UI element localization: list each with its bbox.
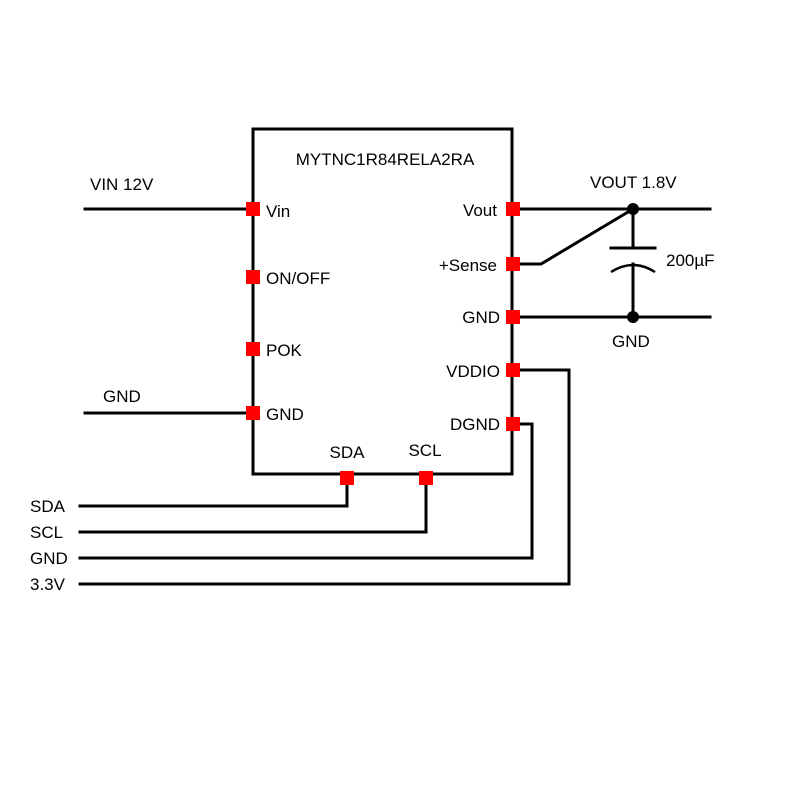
output-gnd-net-label: GND — [612, 332, 650, 351]
vin-net-label: VIN 12V — [90, 175, 154, 194]
on-off-pad — [246, 270, 260, 284]
dgnd-wire — [78, 422, 534, 560]
vout-junction-dot — [627, 203, 639, 215]
pin-label-pok: POK — [266, 341, 303, 360]
input-gnd-net-label: GND — [103, 387, 141, 406]
pin-label-vout: Vout — [463, 201, 497, 220]
bus-label-sda: SDA — [30, 497, 66, 516]
capacitor-value-label: 200µF — [666, 251, 715, 270]
pin-label-dgnd: DGND — [450, 415, 500, 434]
bus-label-gnd: GND — [30, 549, 68, 568]
vddio-wire — [78, 368, 571, 586]
sda-pad — [340, 471, 354, 485]
bus-label-scl: SCL — [30, 523, 63, 542]
pin-label-scl: SCL — [408, 441, 441, 460]
pin-label-sense: +Sense — [439, 256, 497, 275]
scl-wire — [78, 472, 428, 534]
pin-label-left-gnd: GND — [266, 405, 304, 424]
sense-pad — [506, 257, 520, 271]
vout-net-label: VOUT 1.8V — [590, 173, 677, 192]
chip-body — [251, 127, 514, 476]
pin-label-on-off: ON/OFF — [266, 269, 330, 288]
right-gnd-pad — [506, 310, 520, 324]
pin-label-vddio: VDDIO — [446, 362, 500, 381]
pin-label-sda: SDA — [330, 443, 366, 462]
bus-label-3v3: 3.3V — [30, 575, 66, 594]
sense-wire — [510, 206, 636, 266]
pin-label-vin: Vin — [266, 202, 290, 221]
pok-pad — [246, 342, 260, 356]
vddio-pad — [506, 363, 520, 377]
chip-part-number: MYTNC1R84RELA2RA — [296, 150, 475, 169]
left-gnd-pad — [246, 406, 260, 420]
scl-pad — [419, 471, 433, 485]
gnd-junction-dot — [627, 311, 639, 323]
pin-label-right-gnd: GND — [462, 308, 500, 327]
vin-pad — [246, 202, 260, 216]
vout-pad — [506, 202, 520, 216]
sda-wire — [78, 472, 349, 508]
dgnd-pad — [506, 417, 520, 431]
